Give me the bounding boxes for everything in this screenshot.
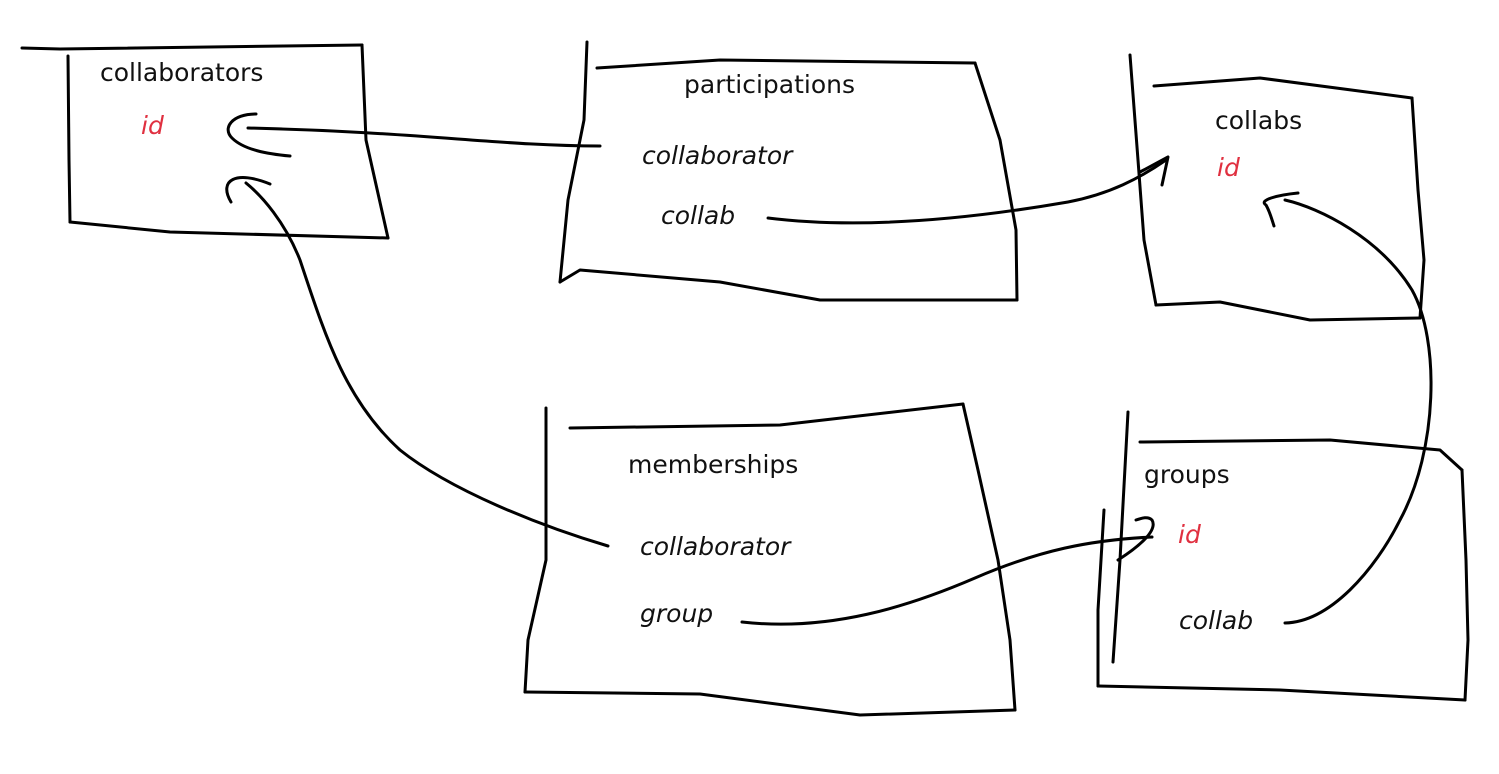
field-memberships-group: group — [640, 599, 714, 628]
table-box-participations — [558, 40, 1019, 302]
field-memberships-collaborator: collaborator — [640, 532, 791, 561]
relation-arrow-memberships-group — [740, 516, 1155, 626]
field-participations-collaborator: collaborator — [642, 141, 793, 170]
table-title-memberships: memberships — [628, 450, 799, 479]
field-collabs-id: id — [1217, 153, 1240, 182]
table-title-groups: groups — [1144, 460, 1230, 489]
table-title-participations: participations — [684, 70, 856, 99]
field-groups-collab: collab — [1179, 606, 1254, 635]
table-box-memberships — [523, 402, 1017, 717]
relation-arrow-groups-collab — [1262, 191, 1433, 625]
table-title-collaborators: collaborators — [100, 58, 264, 87]
relation-arrow-memberships-collaborator — [225, 176, 610, 548]
field-participations-collab: collab — [661, 201, 736, 230]
table-box-groups — [1096, 410, 1470, 702]
table-title-collabs: collabs — [1215, 106, 1303, 135]
table-box-collabs — [1128, 53, 1426, 322]
field-groups-id: id — [1178, 520, 1201, 549]
relation-arrow-participations-collab — [766, 155, 1170, 225]
table-box-collaborators — [20, 43, 390, 240]
field-collaborators-id: id — [141, 111, 164, 140]
relation-arrow-participations-collaborator — [226, 112, 602, 158]
